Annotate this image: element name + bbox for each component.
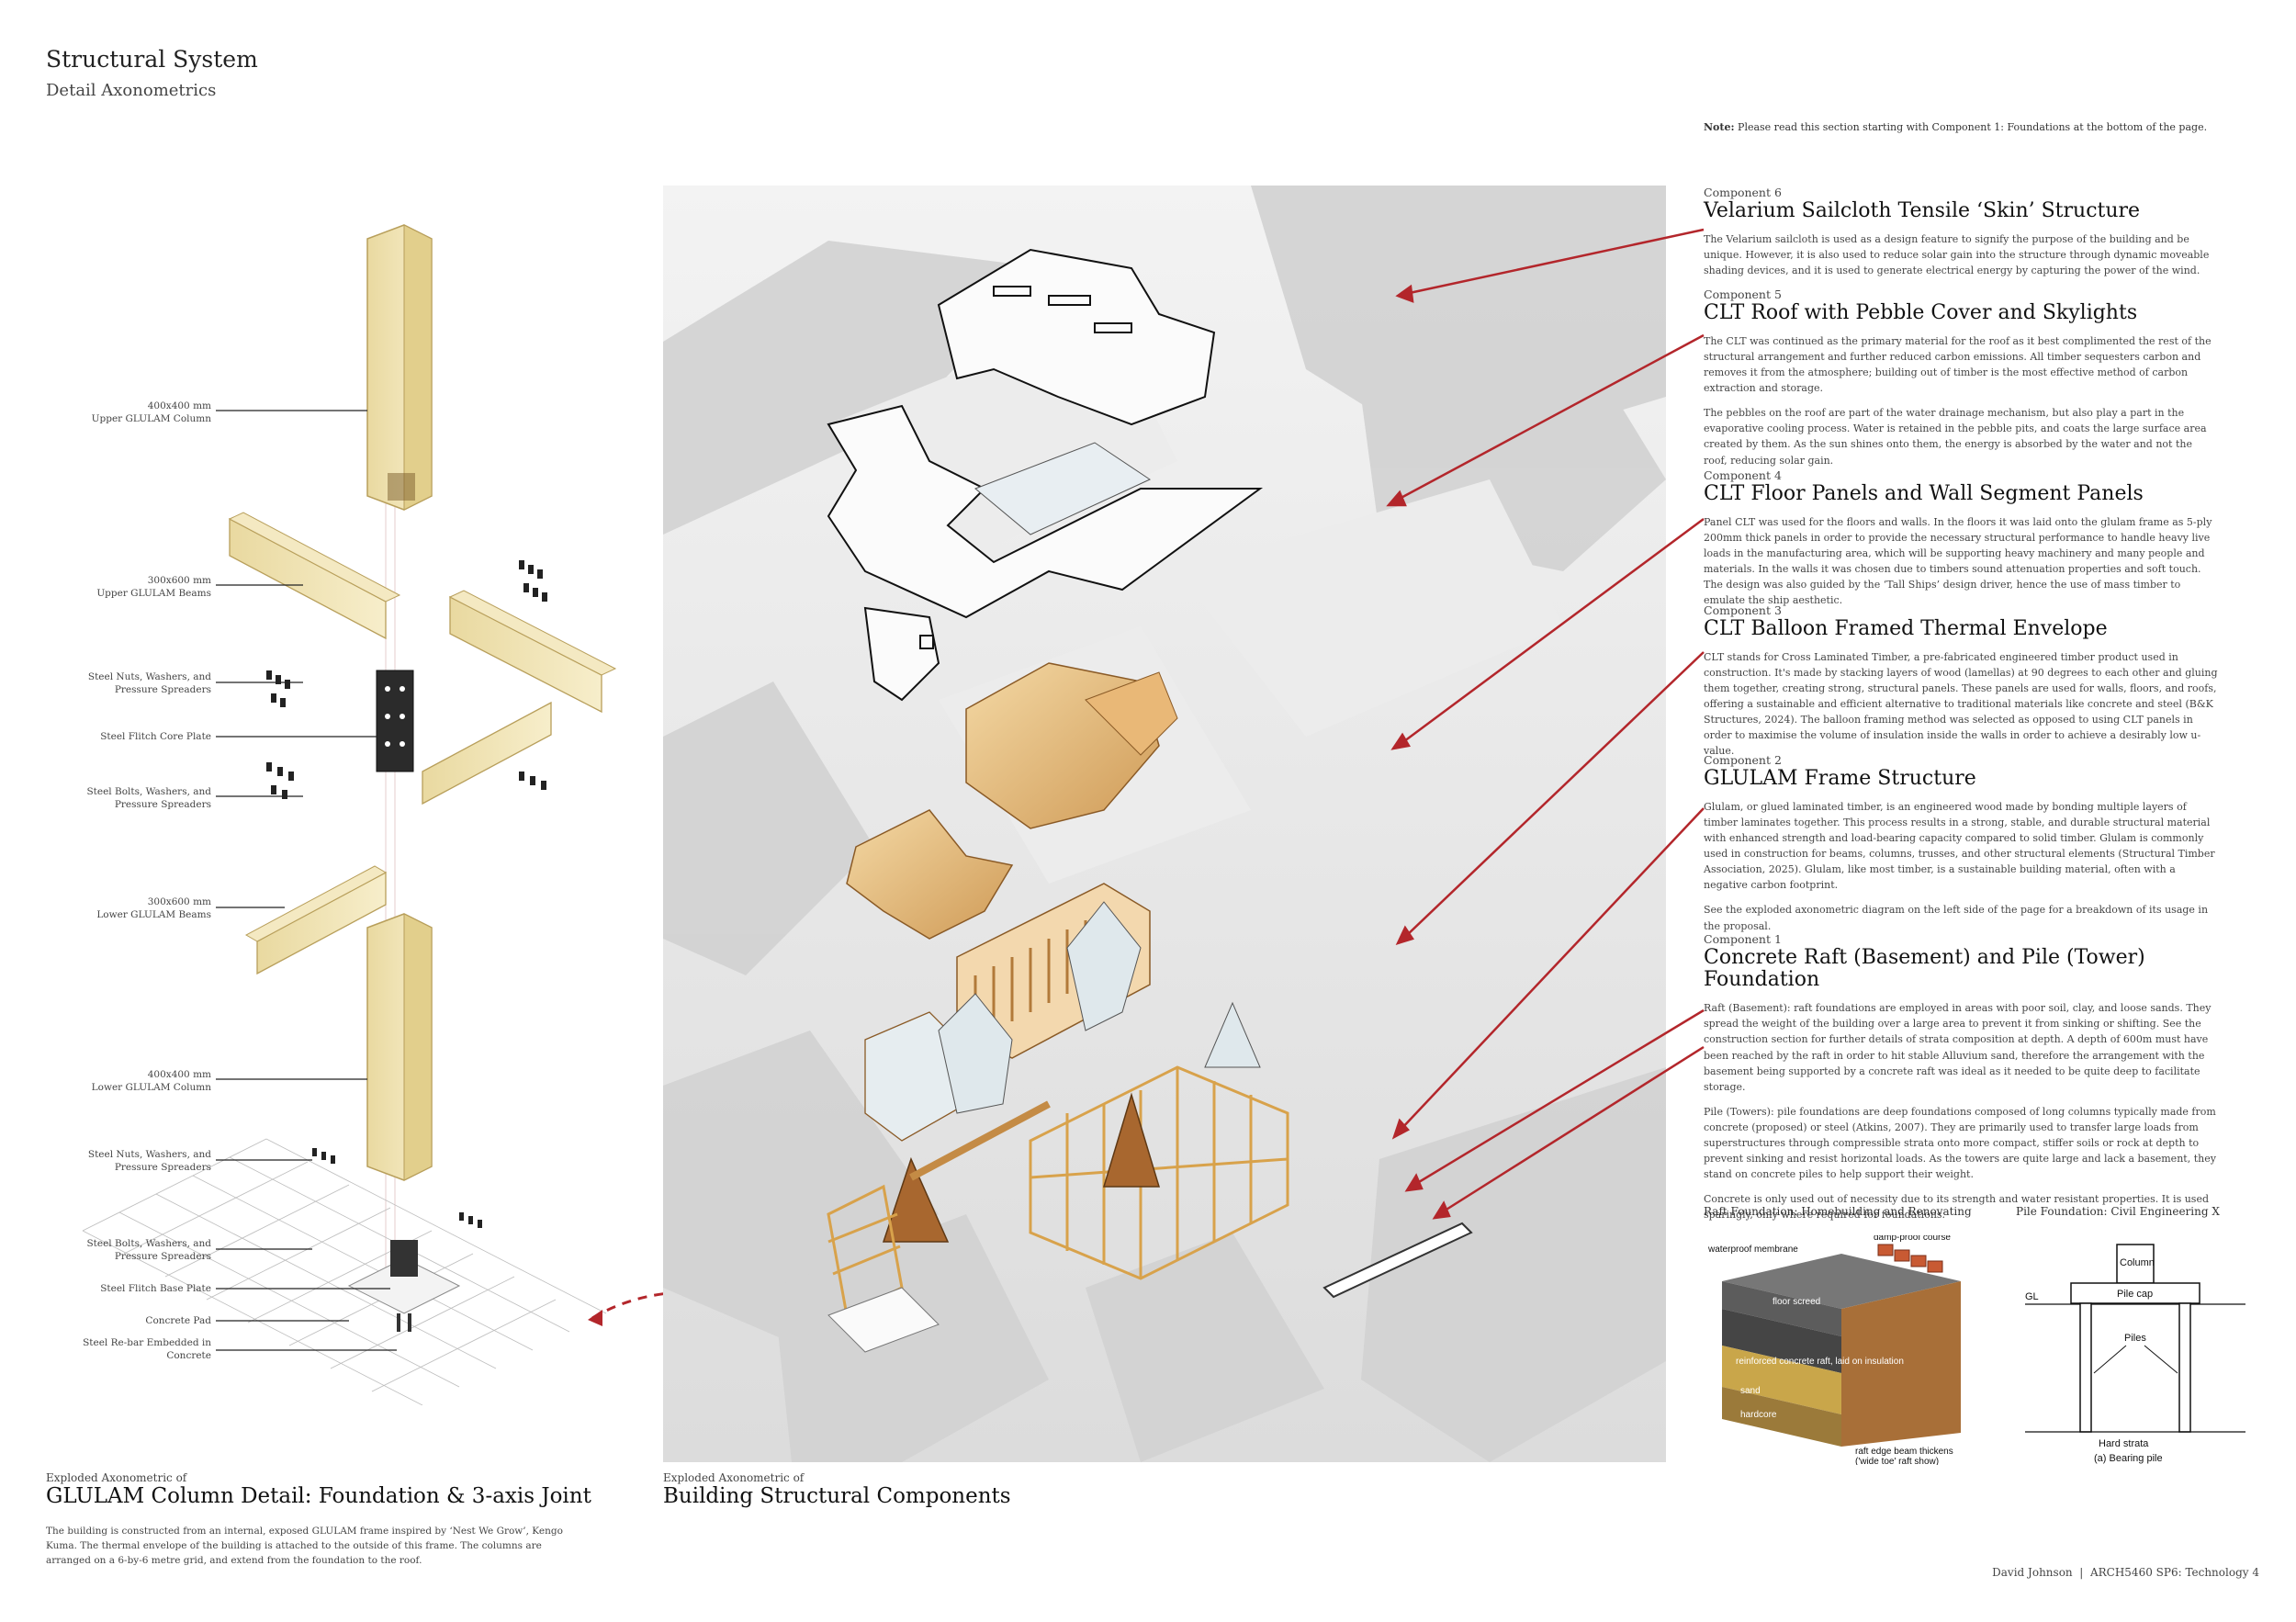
steel-bolts-upper	[266, 560, 547, 707]
component-4: Component 4 CLT Floor Panels and Wall Se…	[1704, 468, 2212, 607]
raft-label-raft: reinforced concrete raft, laid on insula…	[1736, 1357, 1904, 1367]
upper-glulam-beams	[228, 512, 617, 714]
component-6-sailcloth	[937, 248, 1216, 426]
context-buildings	[663, 186, 1666, 1462]
component-3: Component 3 CLT Balloon Framed Thermal E…	[1704, 603, 2218, 758]
pile-label-strata: Hard strata	[2099, 1438, 2149, 1449]
page-title: Structural System	[46, 46, 258, 73]
concrete-pad	[347, 1257, 461, 1314]
glulam-column-detail-drawing	[82, 224, 617, 1405]
site-grid	[82, 1138, 607, 1405]
label-steel-flitch-base-plate: Steel Flitch Base Plate	[100, 1283, 211, 1294]
pile-label-piles: Piles	[2124, 1333, 2146, 1344]
label-steel-flitch-core-plate: Steel Flitch Core Plate	[100, 731, 211, 742]
component-2: Component 2 GLULAM Frame Structure Glula…	[1704, 753, 2215, 932]
component-3-balloon-envelope	[864, 883, 1151, 1142]
page-subtitle: Detail Axonometrics	[46, 81, 217, 100]
steel-flitch-core-plate	[376, 670, 414, 772]
building-exploded-axonometric	[663, 186, 1666, 1462]
pile-label-cap: Pile cap	[2117, 1289, 2153, 1300]
component-5: Component 5 CLT Roof with Pebble Cover a…	[1704, 287, 2212, 467]
detail-leader-lines	[216, 410, 397, 1351]
author-footer: David Johnson | ARCH5460 SP6: Technology…	[1992, 1566, 2259, 1579]
label-concrete-pad: Concrete Pad	[145, 1315, 211, 1326]
component-leader-arrows	[1386, 228, 1705, 1220]
pile-foundation-caption: Pile Foundation: Civil Engineering X	[2016, 1205, 2220, 1218]
component-5-roof	[827, 404, 1264, 702]
raft-label-hardcore: hardcore	[1740, 1410, 1777, 1420]
raft-label-screed: floor screed	[1773, 1297, 1820, 1307]
raft-label-sand: sand	[1740, 1386, 1761, 1396]
raft-label-edge-note: ('wide toe' raft show)	[1855, 1457, 1939, 1465]
raft-label-membrane: waterproof membrane	[1707, 1245, 1798, 1255]
component-2-glulam-frame	[1029, 1065, 1289, 1280]
component-4-clt-floors	[846, 662, 1178, 940]
pile-label-bearing: (a) Bearing pile	[2094, 1453, 2163, 1464]
pile-label-gl: GL	[2025, 1291, 2039, 1302]
raft-foundation-diagram: waterproof membrane damp-proof course fl…	[1707, 1235, 1961, 1465]
lower-glulam-column	[366, 913, 433, 1181]
steel-bolts-lower	[266, 762, 546, 799]
left-caption: Exploded Axonometric of GLULAM Column De…	[46, 1471, 591, 1566]
pile-foundation-diagram: Column Pile cap GL Piles Hard strata (a)…	[2025, 1244, 2245, 1464]
steel-flitch-base-plate	[390, 1240, 418, 1277]
component-1-towers	[827, 1092, 1161, 1353]
lower-glulam-beams	[244, 701, 552, 975]
component-6: Component 6 Velarium Sailcloth Tensile ‘…	[1704, 186, 2210, 277]
pile-label-column: Column	[2120, 1257, 2155, 1268]
upper-glulam-column	[366, 224, 433, 511]
raft-foundation-caption: Raft Foundation: Homebuilding and Renova…	[1704, 1205, 1972, 1218]
center-caption: Exploded Axonometric of Building Structu…	[663, 1471, 1011, 1508]
raft-label-edge: raft edge beam thickens	[1855, 1447, 1953, 1457]
raft-label-damp: damp-proof course	[1874, 1235, 1951, 1243]
reading-note: Note: Please read this section starting …	[1704, 121, 2208, 133]
component-1: Component 1 Concrete Raft (Basement) and…	[1704, 932, 2216, 1221]
